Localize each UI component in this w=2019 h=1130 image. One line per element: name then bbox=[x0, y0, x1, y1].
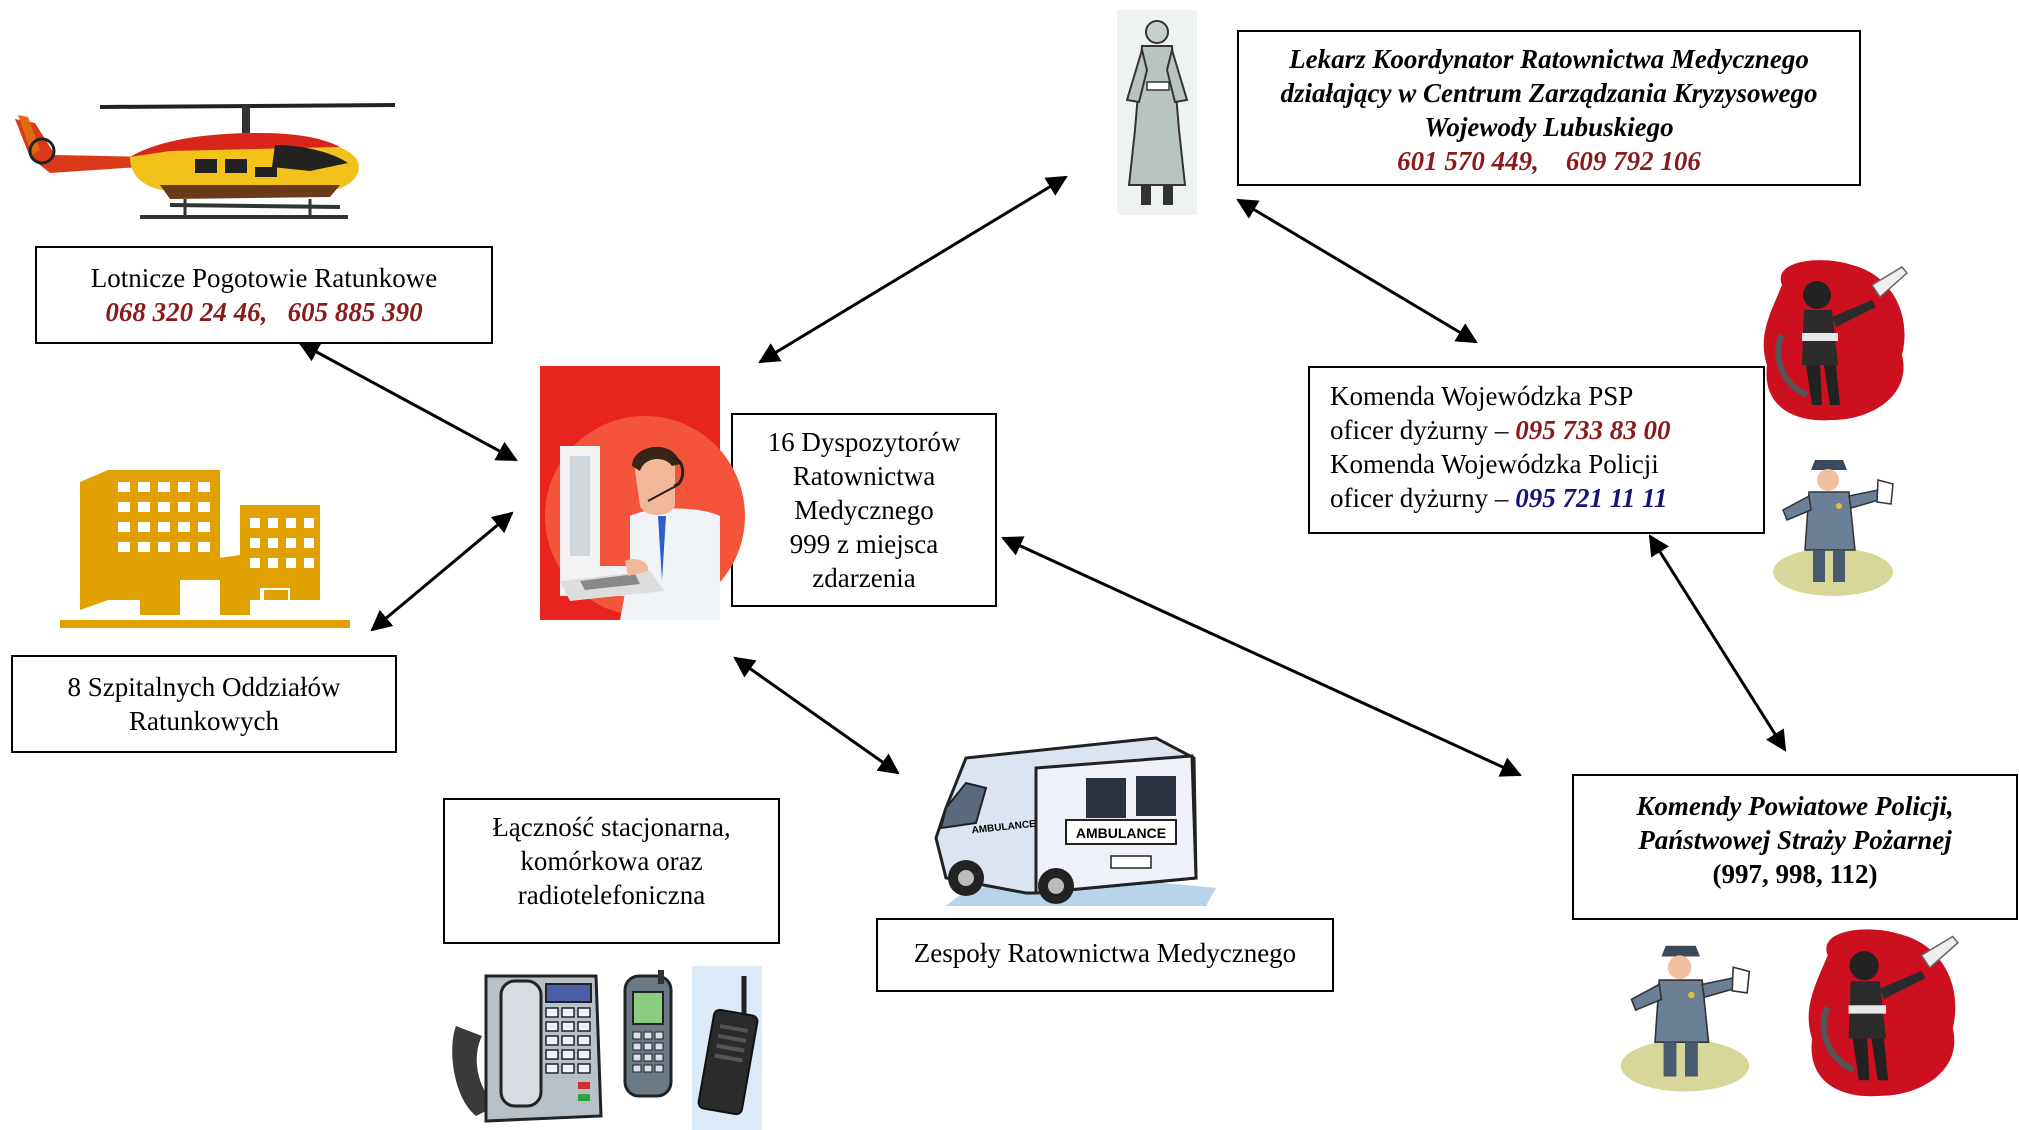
hospitals-box: 8 Szpitalnych Oddziałów Ratunkowych bbox=[11, 655, 397, 753]
police-officer-icon bbox=[1620, 945, 1751, 1092]
teams-box: Zespoły Ratownictwa Medycznego bbox=[876, 918, 1334, 992]
arrow-dispatch-teams bbox=[733, 656, 900, 775]
dispatchers-box: 16 Dyspozytorów Ratownictwa Medycznego 9… bbox=[731, 413, 997, 607]
voivodeship-commands-box: Komenda Wojewódzka PSP oficer dyżurny – … bbox=[1308, 366, 1765, 534]
air-ambulance-box: Lotnicze Pogotowie Ratunkowe 068 320 24 … bbox=[35, 246, 493, 344]
coordinator-phone-1: 601 570 449, bbox=[1397, 146, 1539, 176]
police-officer-icon bbox=[1773, 460, 1894, 596]
arrow-voivodeship-district bbox=[1648, 534, 1787, 752]
ambulance-rear-label: AMBULANCE bbox=[1076, 825, 1166, 841]
helicopter-icon bbox=[15, 103, 396, 219]
mobile-phone-icon bbox=[623, 970, 673, 1098]
air-ambulance-title: Lotnicze Pogotowie Ratunkowe bbox=[90, 263, 438, 293]
arrow-dispatch-district bbox=[1001, 536, 1522, 777]
coordinator-phone-2: 609 792 106 bbox=[1565, 146, 1701, 176]
district-commands-box: Komendy Powiatowe Policji, Państwowej St… bbox=[1572, 774, 2018, 920]
voivodeship-psp-officer-label: oficer dyżurny – bbox=[1330, 415, 1516, 445]
dispatchers-line4: 999 z miejsca bbox=[789, 529, 939, 559]
dispatchers-line5: zdarzenia bbox=[812, 563, 916, 593]
communication-line3: radiotelefoniczna bbox=[517, 880, 706, 910]
voivodeship-police-officer-label: oficer dyżurny – bbox=[1330, 483, 1516, 513]
voivodeship-police-phone: 095 721 11 11 bbox=[1515, 483, 1668, 513]
coordinator-title-line2: działający w Centrum Zarządzania Kryzyso… bbox=[1280, 78, 1818, 108]
communication-line2: komórkowa oraz bbox=[520, 846, 703, 876]
district-commands-line1: Komendy Powiatowe Policji, bbox=[1636, 791, 1954, 821]
arrow-coordinator-voivodeship bbox=[1236, 198, 1478, 344]
firefighter-icon bbox=[1763, 260, 1909, 421]
arrow-dispatch-coordinator bbox=[758, 175, 1068, 364]
radio-icon bbox=[692, 966, 762, 1130]
dispatchers-line2: Ratownictwa bbox=[792, 461, 936, 491]
voivodeship-psp-title: Komenda Wojewódzka PSP bbox=[1330, 381, 1634, 411]
coordinator-box: Lekarz Koordynator Ratownictwa Medyczneg… bbox=[1237, 30, 1861, 186]
ambulance-icon: AMBULANCE AMBULANCE bbox=[934, 736, 1216, 906]
district-commands-line2: Państwowej Straży Pożarnej bbox=[1638, 825, 1952, 855]
air-ambulance-phone-1: 068 320 24 46, bbox=[105, 297, 268, 327]
arrow-air-dispatch bbox=[298, 341, 518, 462]
doctor-icon bbox=[1117, 10, 1197, 215]
coordinator-title-line3: Wojewody Lubuskiego bbox=[1424, 112, 1674, 142]
communication-box: Łączność stacjonarna, komórkowa oraz rad… bbox=[443, 798, 780, 944]
dispatchers-line3: Medycznego bbox=[794, 495, 934, 525]
coordinator-title-line1: Lekarz Koordynator Ratownictwa Medyczneg… bbox=[1289, 44, 1809, 74]
firefighter-icon bbox=[1808, 929, 1960, 1097]
voivodeship-psp-phone: 095 733 83 00 bbox=[1515, 415, 1671, 445]
hospitals-line2: Ratunkowych bbox=[129, 706, 279, 736]
communication-line1: Łączność stacjonarna, bbox=[492, 812, 731, 842]
dispatchers-line1: 16 Dyspozytorów bbox=[767, 427, 961, 457]
arrow-hospitals-dispatch bbox=[370, 511, 514, 632]
hospital-icon bbox=[60, 470, 350, 628]
hospitals-line1: 8 Szpitalnych Oddziałów bbox=[67, 672, 341, 702]
desk-phone-icon bbox=[452, 974, 603, 1123]
district-commands-numbers: (997, 998, 112) bbox=[1712, 859, 1878, 889]
voivodeship-police-title: Komenda Wojewódzka Policji bbox=[1330, 449, 1659, 479]
dispatcher-icon bbox=[540, 366, 745, 620]
air-ambulance-phone-2: 605 885 390 bbox=[287, 297, 423, 327]
teams-title: Zespoły Ratownictwa Medycznego bbox=[913, 938, 1297, 968]
